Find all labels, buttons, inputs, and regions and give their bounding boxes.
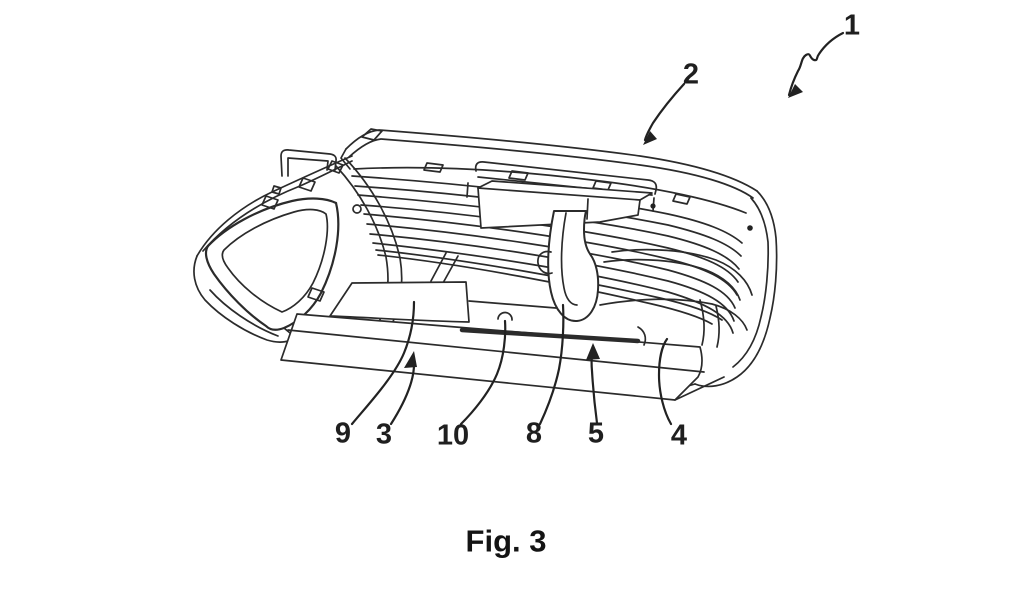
leader-2 bbox=[643, 82, 686, 142]
lower-shell-lines bbox=[430, 248, 753, 348]
figure-caption: Fig. 3 bbox=[465, 523, 547, 559]
panel-box-and-slot bbox=[329, 281, 647, 346]
ref-label-5: 5 bbox=[587, 417, 605, 450]
arrowheads bbox=[404, 84, 803, 368]
leader-1 bbox=[787, 31, 845, 97]
leader-4 bbox=[657, 337, 673, 426]
underbody-panel bbox=[280, 313, 725, 401]
leader-9 bbox=[350, 300, 416, 426]
ref-label-10: 10 bbox=[436, 419, 470, 452]
grille-slats bbox=[351, 175, 743, 334]
arrowhead-5 bbox=[586, 343, 600, 360]
arrowhead-2 bbox=[643, 131, 657, 145]
arrowhead-3 bbox=[404, 351, 417, 368]
leader-8 bbox=[538, 303, 565, 426]
ref-label-9: 9 bbox=[334, 417, 352, 450]
fastener-dot bbox=[747, 225, 753, 231]
ref-label-4: 4 bbox=[670, 419, 688, 452]
tube-bracket bbox=[280, 149, 337, 177]
ref-label-8: 8 bbox=[525, 417, 543, 450]
highlighted-slot-edge bbox=[459, 327, 641, 344]
headlamp-opening bbox=[193, 149, 403, 361]
air-duct bbox=[537, 210, 600, 323]
ref-label-1: 1 bbox=[843, 9, 861, 42]
leader-10 bbox=[459, 319, 507, 426]
arrowhead-1 bbox=[788, 84, 803, 98]
fastener-dot bbox=[650, 203, 656, 209]
top-rail bbox=[340, 128, 758, 214]
ref-label-2: 2 bbox=[682, 58, 700, 91]
ref-label-3: 3 bbox=[375, 418, 393, 451]
